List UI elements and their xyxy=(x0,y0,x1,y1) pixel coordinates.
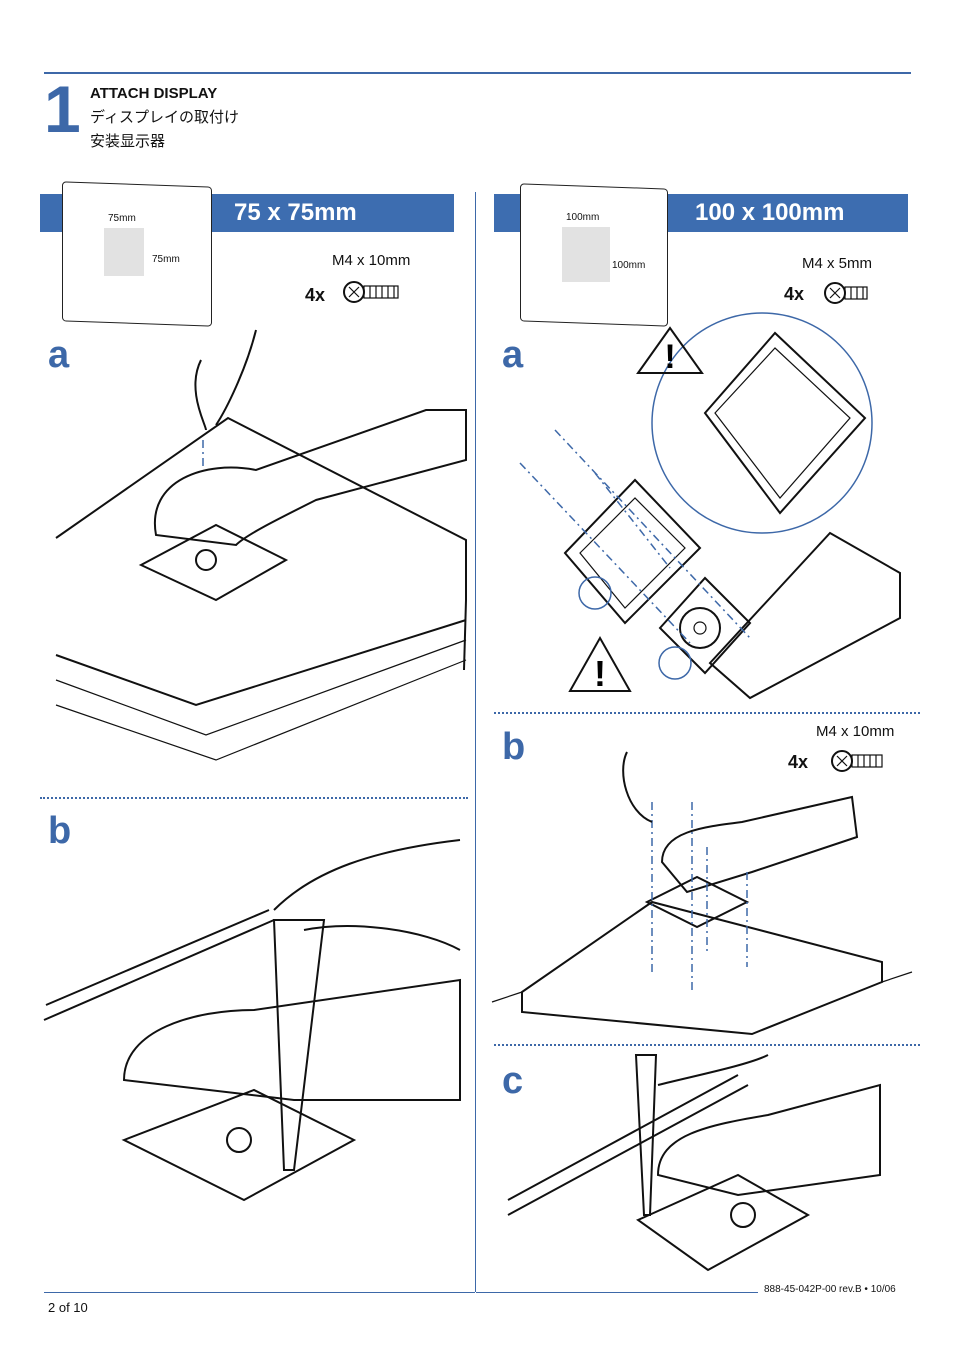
bottom-rule-right xyxy=(476,1292,758,1293)
left-screw-spec: M4 x 10mm xyxy=(332,252,411,269)
step-title-en: ATTACH DISPLAY xyxy=(90,85,218,102)
screw-icon xyxy=(824,282,868,304)
dim-top-75: 75mm xyxy=(108,213,136,224)
document-reference: 888-45-042P-00 rev.B • 10/06 xyxy=(764,1284,896,1295)
top-rule xyxy=(44,72,911,74)
step-number: 1 xyxy=(44,72,81,146)
bottom-rule-left xyxy=(44,1292,475,1293)
left-qty: 4x xyxy=(305,285,326,305)
screw-icon xyxy=(343,281,399,303)
illustration-attach-100-b xyxy=(491,751,913,1036)
step-title-ja: ディスプレイの取付け xyxy=(90,109,239,126)
right-b-qty: 4x xyxy=(788,752,809,772)
left-separator xyxy=(40,797,468,799)
dim-side-100: 100mm xyxy=(612,260,646,271)
svg-text:!: ! xyxy=(594,653,606,694)
illustration-attach-100-a: ! ! xyxy=(519,312,901,700)
right-screw-spec: M4 x 5mm xyxy=(802,255,873,272)
svg-text:!: ! xyxy=(664,338,675,376)
left-section-a: a xyxy=(48,334,70,376)
column-divider xyxy=(475,192,476,1292)
vesa-area-75 xyxy=(104,228,144,276)
right-section-c: c xyxy=(502,1060,524,1102)
step-title-zh: 安装显示器 xyxy=(90,133,166,150)
right-b-screw-spec: M4 x 10mm xyxy=(816,723,895,740)
page-number: 2 of 10 xyxy=(48,1300,88,1315)
right-banner-text: 100 x 100mm xyxy=(695,199,845,226)
right-qty: 4x xyxy=(784,284,805,304)
illustration-attach-75-b xyxy=(43,839,461,1202)
right-separator-1 xyxy=(494,712,920,714)
right-section-a: a xyxy=(502,334,524,376)
right-separator-2 xyxy=(494,1044,920,1046)
screw-icon xyxy=(831,750,883,772)
vesa-area-100 xyxy=(562,227,610,282)
left-section-b: b xyxy=(48,810,72,852)
right-section-b: b xyxy=(502,726,526,768)
illustration-attach-75-a xyxy=(55,329,467,761)
illustration-attach-100-c xyxy=(507,1054,881,1272)
dim-side-75: 75mm xyxy=(152,254,180,265)
left-banner-text: 75 x 75mm xyxy=(234,199,357,226)
dim-top-100: 100mm xyxy=(566,212,600,223)
